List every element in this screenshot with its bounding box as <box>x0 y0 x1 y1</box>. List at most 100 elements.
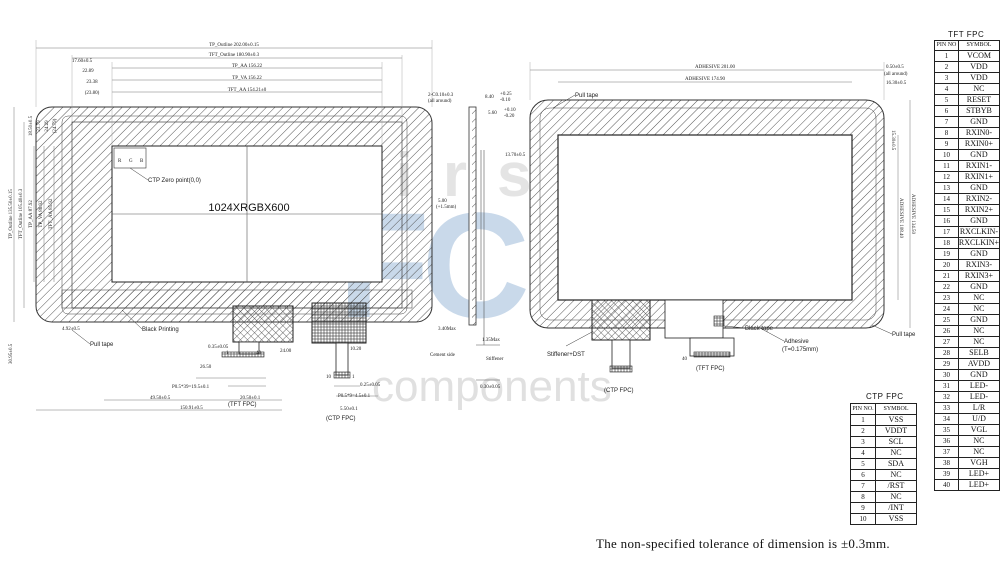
pin-number-cell: 28 <box>934 347 959 359</box>
dim-49-50: 49.50±0.5 <box>150 396 171 401</box>
pin-symbol-cell: VDD <box>957 61 1000 73</box>
pin-symbol-cell: NC <box>957 435 1000 447</box>
dim-left-tp-outline: TP_Outline 135.50±0.15 <box>9 189 14 239</box>
pin-number-cell: 37 <box>934 446 959 458</box>
pin-number-cell: 5 <box>934 94 959 106</box>
tft-fpc-title: TFT FPC <box>948 30 985 39</box>
pin-number-cell: 32 <box>934 391 959 403</box>
pin-symbol-cell: VGL <box>957 424 1000 436</box>
pin-symbol-cell: RXIN0+ <box>957 138 1000 150</box>
pin-symbol-cell: RXCLKIN+ <box>957 237 1000 249</box>
front-pull-tape-label: Pull tape <box>90 342 114 348</box>
pin-number-cell: 19 <box>934 248 959 260</box>
pin-number-cell: 36 <box>934 435 959 447</box>
pin-symbol-cell: GND <box>957 248 1000 260</box>
dim-ctp-pitch: P0.5*9=4.5±0.1 <box>338 394 371 399</box>
side-dim-all-around: (all around) <box>428 99 452 104</box>
front-tft-fpc-label: (TFT FPC) <box>228 402 257 408</box>
pin-number-cell: 4 <box>850 447 876 459</box>
back-black-tape-label: Black tape <box>745 326 774 332</box>
dim-small-2: 22.89 <box>82 69 94 74</box>
side-dim-3-40: 3.40Max <box>438 327 456 332</box>
dim-tp-va: TP_VA 156.22 <box>232 76 262 81</box>
header-pin-no: PIN NO. <box>850 403 876 415</box>
pin-number-cell: 17 <box>934 226 959 238</box>
dim-26-50: 26.50 <box>200 365 212 370</box>
pin-symbol-cell: /INT <box>875 502 917 514</box>
back-dim-adhesive-134: ADHESIVE 134.50 <box>910 194 915 234</box>
dim-small-8: (24.79) <box>53 118 58 133</box>
pin-number-cell: 14 <box>934 193 959 205</box>
pin-number-cell: 5 <box>850 458 876 470</box>
table-header-row: PIN NO SYMBOL <box>934 40 1000 51</box>
pin-number-cell: 8 <box>934 127 959 139</box>
pin-number-cell: 21 <box>934 270 959 282</box>
pin-symbol-cell: RXIN1+ <box>957 171 1000 183</box>
pin-symbol-cell: NC <box>957 325 1000 337</box>
side-dim-tol4: -0.20 <box>504 114 515 119</box>
pin-symbol-cell: LED- <box>957 391 1000 403</box>
dim-ctp-gap: 0.25±0.05 <box>360 383 381 388</box>
pin-number-cell: 1 <box>850 414 876 426</box>
dim-pitch-gap: 0.35±0.05 <box>208 345 229 350</box>
pin-symbol-cell: RXIN2+ <box>957 204 1000 216</box>
dim-small-1: 17.60±0.5 <box>72 59 93 64</box>
pin-number-cell: 15 <box>934 204 959 216</box>
front-view: R G B TP_Outline 202.00±0.15 TFT_Outline… <box>9 40 433 422</box>
pin-symbol-cell: NC <box>957 336 1000 348</box>
pin-number-cell: 27 <box>934 336 959 348</box>
pin-symbol-cell: LED+ <box>957 479 1000 491</box>
side-dim-1-35: 1.35Max <box>482 338 500 343</box>
back-dim-adhesive-201: ADHESIVE 201.00 <box>695 65 735 70</box>
pin-mark-ctp-1: 1 <box>352 375 355 380</box>
pin-symbol-cell: NC <box>957 446 1000 458</box>
back-dim-0-50: 0.50±0.5 <box>886 65 904 70</box>
pin-number-cell: 3 <box>934 72 959 84</box>
dim-left-tp-aa: TP_AA 87.92 <box>29 200 34 228</box>
pin-symbol-cell: NC <box>957 303 1000 315</box>
svg-text:G: G <box>129 159 133 164</box>
back-stiffener-label: Stiffener+DST <box>547 352 585 358</box>
pin-symbol-cell: RXIN3+ <box>957 270 1000 282</box>
dim-30-95: 30.95±0.5 <box>9 343 14 364</box>
pin-number-cell: 13 <box>934 182 959 194</box>
pin-number-cell: 38 <box>934 457 959 469</box>
side-dim-tol1: +0.25 <box>500 92 512 97</box>
dim-tft-aa: TFT_AA 154.21±0 <box>228 88 267 93</box>
dim-left-tft-aa: TFT_AA 85.92 <box>49 198 54 229</box>
back-dim-adhesive-174: ADHESIVE 174.90 <box>685 77 725 82</box>
side-view: 2-C0.10±0.3 (all around) 8.40 +0.25 -0.1… <box>428 92 516 390</box>
pin-number-cell: 7 <box>850 480 876 492</box>
table-header-row: PIN NO. SYMBOL <box>850 403 917 415</box>
dim-150-91: 150.91±0.5 <box>180 406 203 411</box>
pin-symbol-cell: GND <box>957 182 1000 194</box>
side-dim-5-00: 5.00 <box>438 199 447 204</box>
pin-symbol-cell: NC <box>957 292 1000 304</box>
pin-symbol-cell: VSS <box>875 513 917 525</box>
pin-number-cell: 6 <box>934 105 959 117</box>
dim-left-tp-va: TP_VA 86.92 <box>39 200 44 228</box>
pin-symbol-cell: VDDT <box>875 425 917 437</box>
dim-tp-aa: TP_AA 156.22 <box>232 64 263 69</box>
svg-text:R: R <box>118 159 122 164</box>
side-dim-0-30: 0.30±0.05 <box>480 385 501 390</box>
pin-number-cell: 22 <box>934 281 959 293</box>
